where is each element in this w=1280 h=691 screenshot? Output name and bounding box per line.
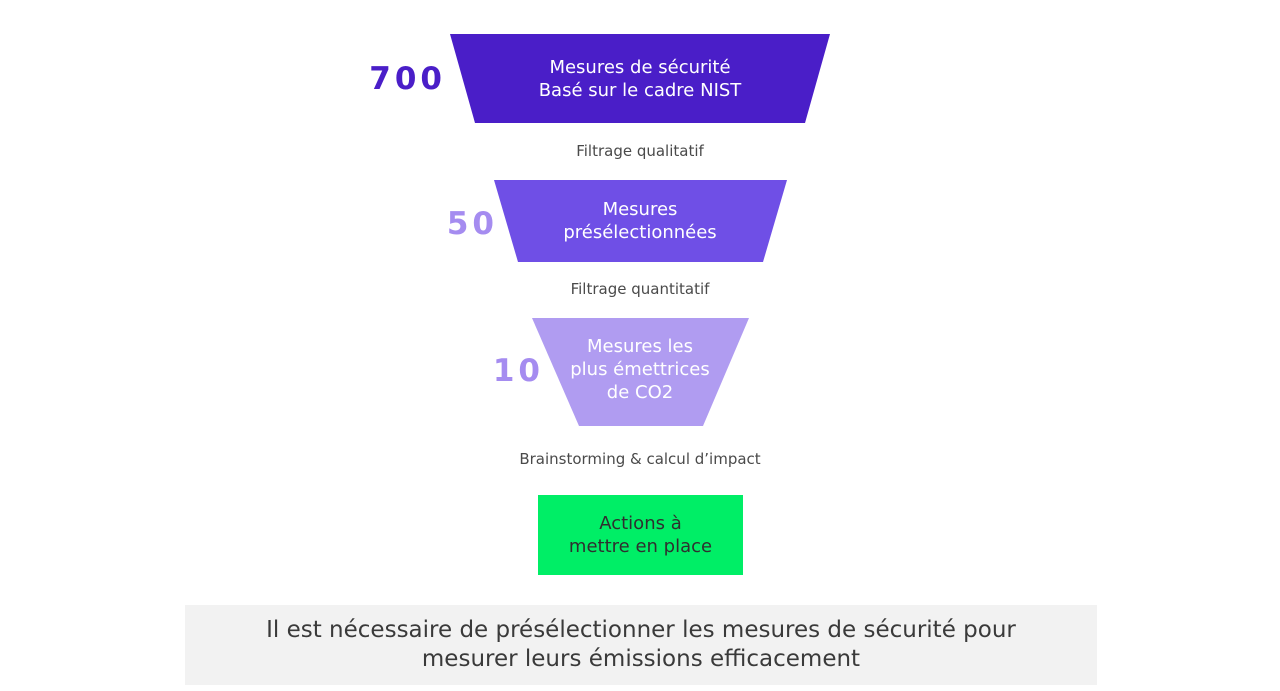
- funnel-stage-3-shape: [532, 318, 749, 426]
- stage-2-label-line-1: Mesures: [602, 199, 678, 220]
- stage-3-label-line-1: Mesures les: [586, 335, 694, 357]
- stage-2-label: Mesures présélectionnées: [510, 180, 770, 262]
- stage-1-label-line-1: Mesures de sécurité: [549, 56, 731, 78]
- stage-1-count: 700: [369, 61, 446, 97]
- final-stage-shape: [538, 495, 743, 575]
- conclusion-note: Il est nécessaire de présélectionner les…: [185, 605, 1097, 685]
- stage-1-label: Mesures de sécurité Basé sur le cadre NI…: [470, 34, 810, 123]
- final-stage-line-2: mettre en place: [568, 536, 713, 557]
- stage-3-label-line-3: de CO2: [606, 381, 674, 403]
- funnel-stage-1-shape: [450, 34, 830, 123]
- filter-label-2: Filtrage quantitatif: [570, 280, 710, 298]
- stage-2-label-line-2: présélectionnées: [563, 222, 717, 243]
- conclusion-note-line-2: mesurer leurs émissions efficacement: [421, 646, 861, 672]
- funnel-stage-2-shape: [494, 180, 787, 262]
- stage-3-label: Mesures les plus émettrices de CO2: [545, 318, 735, 426]
- stage-3-label-line-2: plus émettrices: [570, 358, 710, 380]
- stage-2-count: 50: [446, 206, 498, 242]
- filter-label-3: Brainstorming & calcul d’impact: [519, 450, 761, 468]
- filter-label-1: Filtrage qualitatif: [576, 142, 704, 160]
- stage-3-count: 10: [492, 353, 544, 389]
- final-stage-line-1: Actions à: [599, 513, 682, 534]
- stage-1-label-line-2: Basé sur le cadre NIST: [538, 79, 742, 101]
- conclusion-note-line-1: Il est nécessaire de présélectionner les…: [266, 617, 1016, 643]
- final-stage-label: Actions à mettre en place: [538, 495, 743, 575]
